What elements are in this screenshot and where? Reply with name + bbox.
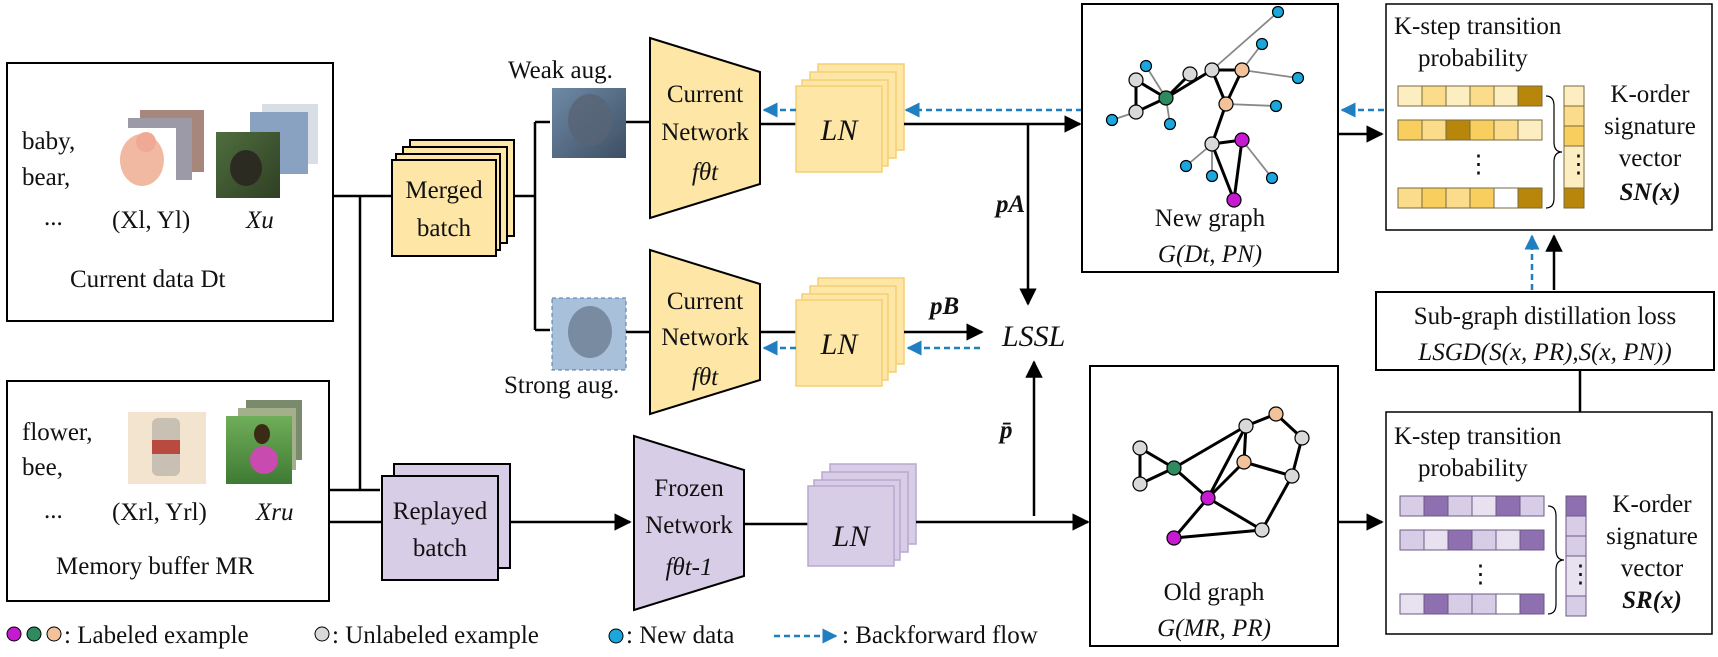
replayed-batch-line1: Replayed [393, 498, 488, 525]
current-labeled-label: (Xl, Yl) [112, 207, 190, 234]
cn-top-line1: Current [667, 81, 743, 108]
replay-labeled-image [128, 412, 206, 484]
current-data-caption: Current data Dt [70, 266, 226, 293]
current-data-box: baby, bear, ... (Xl, Yl) Xu Current data… [6, 62, 334, 322]
kstep-top-line2: probability [1418, 45, 1528, 72]
cn-top-line2: Network [661, 119, 749, 146]
memory-class-1: flower, [22, 419, 93, 446]
main-arrows [904, 115, 1582, 531]
strong-aug-group: Strong aug. [504, 297, 627, 399]
current-unlabeled-label: Xu [245, 207, 274, 234]
old-graph-formula: G(MR, PR) [1157, 615, 1271, 642]
new-graph-box: New graph G(Dt, PN) [1081, 3, 1339, 273]
merged-batch: Merged batch [391, 139, 515, 257]
backforward-arrows [762, 102, 1540, 356]
weak-aug-label: Weak aug. [508, 57, 613, 84]
sig-top-vdots: ⋮ [1566, 151, 1591, 178]
weak-aug-group: Weak aug. [508, 57, 626, 158]
kstep-bottom-line1: K-step transition [1394, 423, 1562, 450]
ln-top: LN [795, 63, 905, 173]
ln-bottom: LN [807, 463, 917, 567]
new-graph-title: New graph [1155, 205, 1266, 232]
kstep-top-vdots: ⋮ [1466, 151, 1491, 178]
memory-class-3: ... [44, 497, 63, 524]
fn-line2: Network [645, 512, 733, 539]
pbar-label: p̄ [998, 417, 1013, 444]
ln-top-label: LN [820, 114, 860, 147]
kstep-top-matrix [1397, 85, 1543, 209]
sig-bottom-vdots: ⋮ [1568, 561, 1593, 588]
sig-top-line4: SN(x) [1619, 179, 1680, 206]
kstep-top-line1: K-step transition [1394, 13, 1562, 40]
fn-line3: fθt-1 [666, 554, 713, 581]
merged-batch-line1: Merged [405, 177, 483, 204]
kstep-bottom-box: K-step transition probability ⋮ ⋮ K-orde… [1385, 411, 1713, 635]
kstep-bottom-vdots: ⋮ [1468, 561, 1493, 588]
legend-cyan-node [608, 628, 624, 644]
legend-unlabeled: : Unlabeled example [332, 622, 539, 649]
ln-middle: LN [795, 277, 905, 387]
current-network-bottom: Current Network fθt [649, 248, 761, 416]
current-class-1: baby, [22, 128, 75, 155]
legend-backforward: : Backforward flow [842, 622, 1038, 649]
current-class-3: ... [44, 204, 63, 231]
old-graph-box: Old graph G(MR, PR) [1089, 365, 1339, 647]
pa-label: pA [994, 191, 1025, 218]
sgd-loss-title: Sub-graph distillation loss [1414, 303, 1677, 330]
legend-new-data: : New data [626, 622, 734, 649]
legend: : Labeled example : Unlabeled example : … [6, 622, 1038, 649]
ln-bottom-label: LN [832, 520, 872, 553]
kstep-top-signature [1563, 85, 1585, 209]
labeled-image-stack [112, 110, 204, 192]
lssl-label: LSSL [1001, 320, 1065, 353]
merged-batch-line2: batch [417, 215, 472, 242]
memory-class-2: bee, [22, 454, 63, 481]
legend-labeled: : Labeled example [64, 622, 249, 649]
left-connectors [329, 120, 632, 531]
cn-bottom-line2: Network [661, 324, 749, 351]
frozen-network: Frozen Network fθt-1 [633, 434, 745, 612]
sig-top-line1: K-order [1610, 81, 1690, 108]
replayed-batch-line2: batch [413, 535, 468, 562]
current-network-top: Current Network fθt [649, 36, 761, 220]
replay-unlabeled-image [226, 400, 302, 484]
legend-green-node [26, 626, 42, 642]
legend-peach-node [46, 626, 62, 642]
ln-middle-label: LN [820, 328, 860, 361]
replayed-batch: Replayed batch [381, 463, 511, 581]
sig-bottom-line3: vector [1621, 555, 1684, 582]
unlabeled-image-stack [216, 104, 318, 198]
memory-unlabeled-label: Xru [255, 499, 294, 526]
sig-top-line3: vector [1619, 145, 1682, 172]
memory-buffer-box: flower, bee, ... (Xrl, Yrl) Xru Memory b… [6, 380, 330, 602]
old-graph-title: Old graph [1164, 579, 1265, 606]
kstep-bottom-signature [1565, 495, 1587, 617]
new-graph-nodes [1105, 5, 1305, 208]
strong-aug-label: Strong aug. [504, 372, 619, 399]
sgd-loss-box: Sub-graph distillation loss LSGD(S(x, PR… [1375, 291, 1715, 371]
kstep-top-box: K-step transition probability ⋮ ⋮ K-orde… [1385, 3, 1713, 231]
cn-bottom-line3: fθt [692, 364, 719, 391]
memory-labeled-label: (Xrl, Yrl) [112, 499, 207, 526]
sig-bottom-line1: K-order [1612, 491, 1692, 518]
cn-top-line3: fθt [692, 159, 719, 186]
legend-magenta-node [6, 626, 22, 642]
sgd-loss-formula: LSGD(S(x, PR),S(x, PN)) [1417, 339, 1671, 366]
sig-bottom-line4: SR(x) [1622, 587, 1682, 614]
cn-bottom-line1: Current [667, 288, 743, 315]
sig-top-line2: signature [1604, 113, 1696, 140]
kstep-bottom-line2: probability [1418, 455, 1528, 482]
pb-label: pB [928, 293, 959, 320]
old-graph-nodes [1132, 406, 1310, 546]
fn-line1: Frozen [654, 475, 724, 502]
current-class-2: bear, [22, 164, 70, 191]
sig-bottom-line2: signature [1606, 523, 1698, 550]
memory-caption: Memory buffer MR [56, 553, 254, 580]
kstep-bottom-matrix [1399, 495, 1545, 615]
new-graph-formula: G(Dt, PN) [1158, 241, 1262, 268]
legend-grey-node [314, 626, 330, 642]
network-lines [626, 120, 808, 526]
